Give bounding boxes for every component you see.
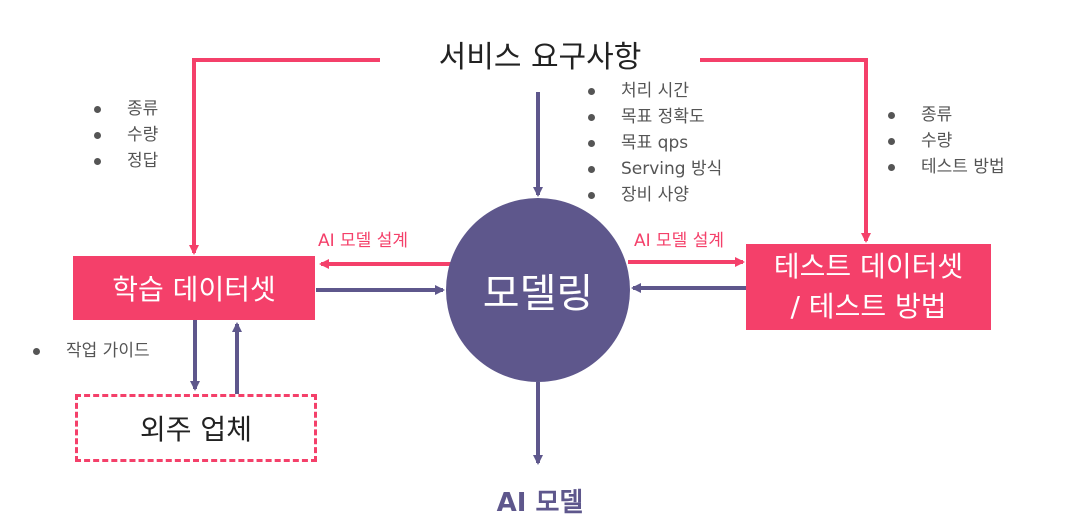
- right-bullet-list: 종류 수량 테스트 방법: [888, 102, 1005, 180]
- list-item: 정답: [94, 148, 158, 174]
- bullet-dot: [588, 191, 595, 199]
- bullet-dot: [588, 165, 595, 173]
- bullet-dot: [888, 163, 895, 171]
- bullet-dot: [94, 105, 101, 113]
- req-to-test-arrow: [660, 58, 871, 243]
- list-item: 수량: [888, 128, 1005, 154]
- test-dataset-box: 테스트 데이터셋 / 테스트 방법: [746, 244, 991, 330]
- bullet-dot: [888, 111, 895, 119]
- list-item: Serving 방식: [588, 156, 722, 182]
- list-item: 수량: [94, 122, 158, 148]
- bullet-dot: [588, 87, 595, 95]
- list-item: 목표 qps: [588, 130, 722, 156]
- center-bullet-list: 처리 시간 목표 정확도 목표 qps Serving 방식 장비 사양: [588, 78, 722, 208]
- training-dataset-box: 학습 데이터셋: [73, 256, 315, 320]
- bullet-dot: [588, 139, 595, 147]
- bullet-dot: [888, 137, 895, 145]
- edge-label-right: AI 모델 설계: [634, 231, 725, 251]
- left-bullet-list: 종류 수량 정답: [94, 96, 158, 174]
- list-item: 종류: [94, 96, 158, 122]
- service-requirements-title: 서비스 요구사항: [380, 38, 700, 78]
- req-to-training-arrow: [189, 58, 420, 255]
- edge-label-left: AI 모델 설계: [318, 231, 409, 251]
- list-item: 목표 정확도: [588, 104, 722, 130]
- vendor-bullet-list: 작업 가이드: [33, 338, 150, 364]
- list-item: 장비 사양: [588, 182, 722, 208]
- list-item: 종류: [888, 102, 1005, 128]
- bullet-dot: [588, 113, 595, 121]
- test-box-line2: / 테스트 방법: [790, 290, 947, 323]
- modeling-node: 모델링: [446, 198, 630, 382]
- bullet-dot: [94, 157, 101, 165]
- bullet-dot: [33, 347, 40, 355]
- bullet-dot: [94, 131, 101, 139]
- ai-model-output: AI 모델: [496, 488, 584, 518]
- list-item: 작업 가이드: [33, 338, 150, 364]
- test-box-line1: 테스트 데이터셋: [773, 250, 964, 283]
- list-item: 처리 시간: [588, 78, 722, 104]
- list-item: 테스트 방법: [888, 154, 1005, 180]
- outsourcing-vendor-box: 외주 업체: [75, 394, 317, 462]
